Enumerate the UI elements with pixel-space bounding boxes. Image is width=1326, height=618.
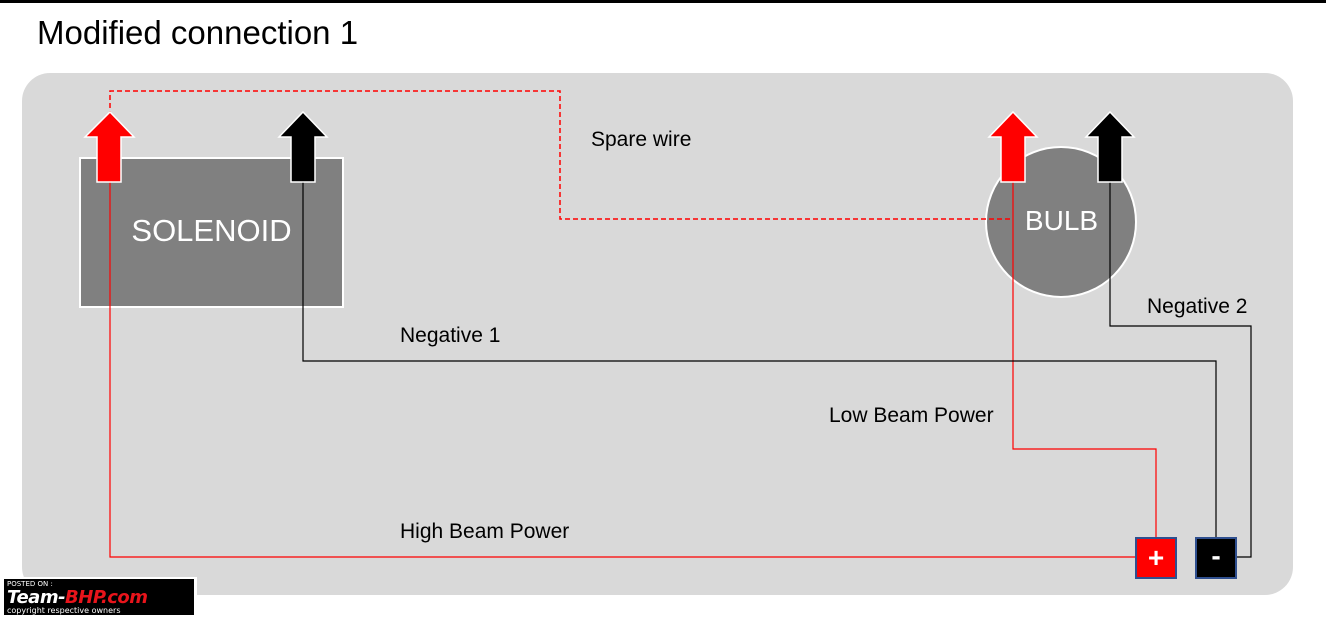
spare-wire-label: Spare wire	[591, 128, 692, 151]
low-beam-power-wire	[1012, 182, 1157, 538]
high-beam-power-label: High Beam Power	[400, 520, 570, 543]
negative-2-label: Negative 2	[1147, 295, 1248, 318]
bulb-circle	[985, 146, 1137, 298]
watermark-brand-part2: BHP.com	[65, 587, 148, 608]
watermark-background: POSTED ON : Team-BHP.com copyright respe…	[4, 579, 194, 615]
solenoid-label: SOLENOID	[131, 213, 292, 248]
bulb-positive-arrow	[987, 110, 1039, 183]
watermark-posted-on: POSTED ON :	[7, 580, 53, 588]
negative-2-wire	[1109, 182, 1252, 558]
slide-title: Modified connection 1	[37, 14, 359, 51]
negative-terminal-label: -	[1211, 540, 1221, 571]
solenoid-box	[79, 157, 344, 308]
spare-wire	[109, 90, 1012, 220]
watermark-brand: Team-BHP.com	[7, 587, 148, 608]
negative-1-label: Negative 1	[400, 324, 501, 347]
bulb-label: BULB	[1024, 205, 1099, 236]
watermark-copyright: copyright respective owners	[7, 606, 121, 615]
negative-terminal-box	[1195, 537, 1237, 579]
negative-1-wire	[302, 182, 1217, 538]
low-beam-power-label: Low Beam Power	[829, 404, 994, 427]
team-bhp-watermark: POSTED ON : Team-BHP.com copyright respe…	[2, 577, 197, 617]
positive-terminal-label: +	[1147, 542, 1165, 573]
top-rule	[0, 0, 1326, 3]
watermark-brand-part1: Team-	[7, 587, 66, 608]
high-beam-power-wire	[109, 182, 1135, 558]
bulb-negative-arrow	[1084, 110, 1136, 183]
solenoid-positive-arrow	[83, 110, 136, 183]
solenoid-negative-arrow	[277, 110, 329, 183]
positive-terminal-box	[1135, 537, 1177, 579]
